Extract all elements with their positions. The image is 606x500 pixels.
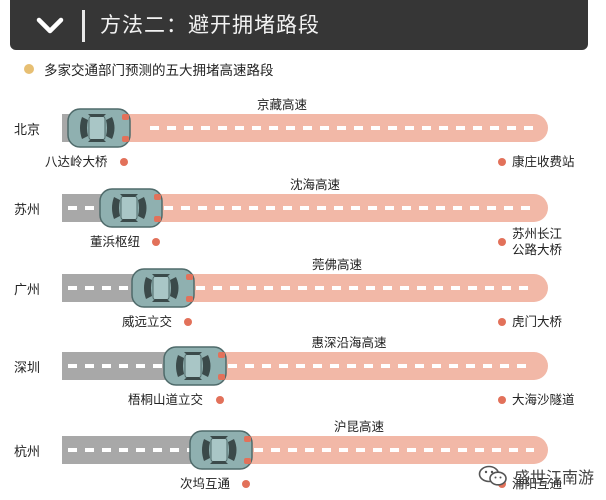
end-label: 浦阳互通	[512, 476, 563, 491]
start-label: 董浜枢纽	[90, 234, 141, 249]
legend: 多家交通部门预测的五大拥堵高速路段	[24, 56, 274, 82]
header-divider	[82, 10, 85, 42]
end-dot-icon	[498, 238, 506, 246]
end-label: 大海沙隧道	[512, 392, 575, 407]
end-label: 康庄收费站	[512, 154, 575, 169]
start-label: 梧桐山道立交	[128, 392, 204, 407]
end-label: 虎门大桥	[512, 314, 563, 329]
highway-name: 惠深沿海高速	[311, 335, 387, 350]
car-icon	[99, 188, 163, 228]
start-dot-icon	[216, 396, 224, 404]
start-dot-icon	[242, 480, 250, 488]
road-congested-segment	[142, 274, 548, 302]
start-label: 威远立交	[122, 314, 173, 329]
road-congested-segment	[200, 436, 548, 464]
end-label-line: 公路大桥	[512, 242, 563, 257]
car-icon	[189, 430, 253, 470]
wechat-icon	[478, 465, 507, 486]
road-congested-segment	[110, 194, 548, 222]
header-bar: 方法二：避开拥堵路段	[10, 0, 588, 50]
road-congested-segment	[78, 114, 548, 142]
start-label: 八达岭大桥	[45, 154, 108, 169]
city-label: 苏州	[14, 203, 41, 218]
start-dot-icon	[152, 238, 160, 246]
legend-dot-icon	[24, 64, 34, 74]
road-normal-segment	[62, 436, 200, 464]
city-label: 广州	[14, 283, 41, 298]
watermark: 盛世江南游	[478, 464, 594, 488]
car-icon	[131, 268, 195, 308]
legend-text: 多家交通部门预测的五大拥堵高速路段	[44, 63, 274, 79]
road-normal-segment	[62, 274, 142, 302]
start-label: 次坞互通	[180, 476, 231, 491]
end-label-line: 苏州长江	[512, 226, 563, 241]
end-label: 苏州长江公路大桥	[512, 226, 562, 258]
route-row: 苏州 沈海高速董浜枢纽 苏州长江公路大桥	[0, 168, 606, 258]
page-title: 方法二：避开拥堵路段	[100, 13, 320, 37]
end-dot-icon	[498, 396, 506, 404]
route-row: 深圳 惠深沿海高速梧桐山道立交 大海沙隧道	[0, 326, 606, 416]
highway-name: 京藏高速	[256, 97, 307, 112]
end-dot-icon	[498, 158, 506, 166]
car-icon	[163, 346, 227, 386]
car-icon	[67, 108, 131, 148]
road-normal-segment	[62, 352, 174, 380]
city-label: 深圳	[14, 361, 41, 376]
road-congested-segment	[174, 352, 548, 380]
city-label: 北京	[14, 123, 41, 138]
route-row: 广州 莞佛高速威远立交 虎门大桥	[0, 248, 606, 338]
watermark-text: 盛世江南游	[513, 468, 594, 487]
start-dot-icon	[184, 318, 192, 326]
city-label: 杭州	[14, 445, 41, 460]
highway-name: 莞佛高速	[311, 257, 362, 272]
route-row: 北京 京藏高速八达岭大桥 康庄收费站	[0, 88, 606, 178]
highway-name: 沪昆高速	[333, 419, 384, 434]
chevron-down-icon[interactable]	[32, 8, 68, 44]
end-dot-icon	[498, 318, 506, 326]
start-dot-icon	[120, 158, 128, 166]
highway-name: 沈海高速	[289, 177, 340, 192]
